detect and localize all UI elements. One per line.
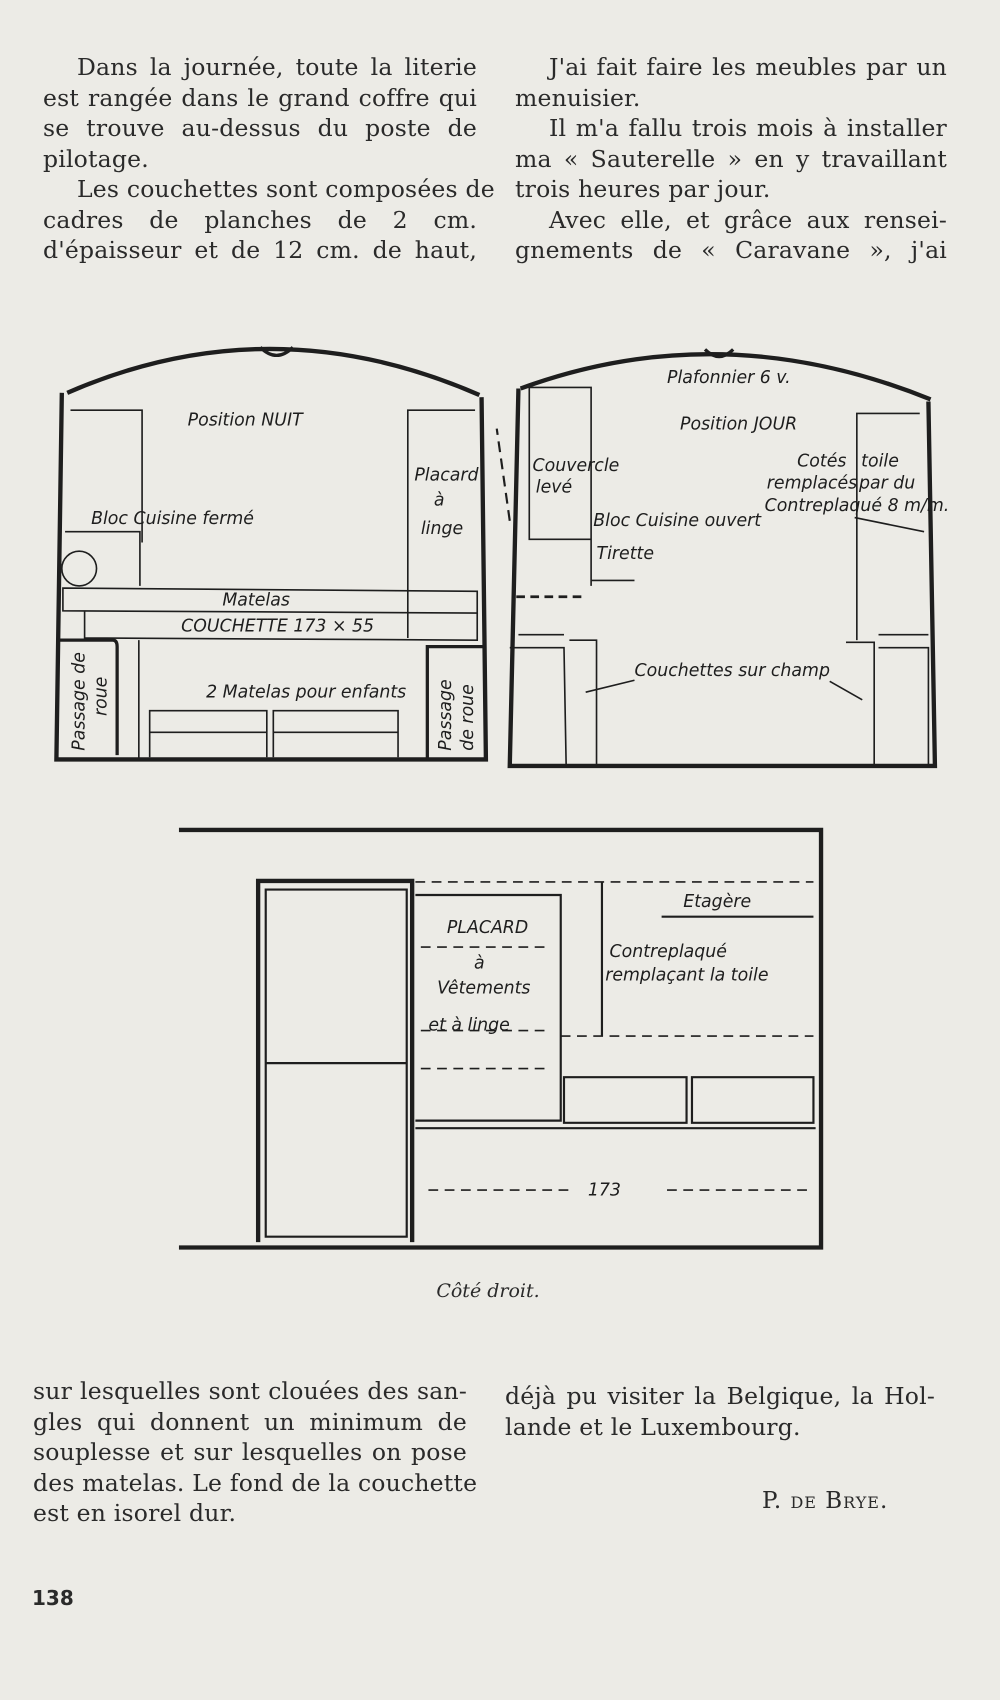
- text-line: pilotage.: [43, 144, 149, 173]
- label-wheel-right-2: de roue: [458, 684, 478, 751]
- label-sides-3: remplacés: [767, 473, 857, 493]
- label-wheel-right-1: Passage: [436, 679, 456, 750]
- text-line: cadres de planches de 2 cm.: [43, 205, 477, 234]
- author-initial: P.: [762, 1488, 783, 1514]
- label-kitchen-open: Bloc Cuisine ouvert: [593, 511, 762, 531]
- label-closet-side-1: PLACARD: [447, 918, 528, 938]
- text-column-top-right: J'ai fait faire les meubles par un menui…: [515, 52, 947, 266]
- label-closet-side-2: à: [474, 954, 485, 974]
- label-wheel-left-1: Passage de: [70, 652, 90, 751]
- text-line: menuisier.: [515, 83, 641, 112]
- label-bunks-upright: Couchettes sur champ: [634, 661, 829, 681]
- text-line: Dans la journée, toute la literie: [77, 53, 477, 81]
- label-closet-side-3: Vêtements: [437, 979, 530, 999]
- text-line: est en isorel dur.: [33, 1499, 237, 1527]
- text-line: gles qui donnent un minimum de: [33, 1407, 467, 1436]
- text-line: Avec elle, et grâce aux rensei-: [549, 205, 947, 234]
- label-pull: Tirette: [597, 544, 655, 564]
- label-sides-2: toile: [861, 452, 899, 472]
- label-night-title: Position NUIT: [188, 410, 304, 430]
- diagram-night-position: [54, 346, 489, 762]
- label-plywood-1: Contreplaqué: [610, 942, 727, 962]
- label-day-title: Position JOUR: [680, 415, 797, 435]
- text-line: déjà pu visiter la Belgique, la Hol-: [505, 1382, 935, 1410]
- label-length: 173: [588, 1180, 621, 1200]
- author-signature: P. de Brye.: [762, 1488, 888, 1514]
- label-sides-5: Contreplaqué 8 m/m.: [765, 496, 950, 516]
- text-column-bottom-left: sur lesquelles sont clouées des san- gle…: [33, 1376, 478, 1529]
- label-kitchen-closed: Bloc Cuisine fermé: [91, 509, 254, 529]
- label-closet-3: linge: [421, 519, 463, 539]
- label-plywood-2: remplaçant la toile: [605, 966, 768, 986]
- text-line: est rangée dans le grand coffre qui: [43, 83, 477, 112]
- label-sides-1: Cotés: [797, 452, 846, 472]
- diagram-day-position: [495, 348, 938, 769]
- label-lid-1: Couvercle: [533, 456, 620, 476]
- text-line: ma « Sauterelle » en y travaillant: [515, 144, 947, 173]
- label-closet-side-4: et à linge: [428, 1016, 509, 1036]
- label-ceiling-lamp: Plafonnier 6 v.: [667, 368, 791, 388]
- text-line: d'épaisseur et de 12 cm. de haut,: [43, 236, 477, 264]
- text-line: trois heures par jour.: [515, 175, 771, 203]
- text-line: souplesse et sur lesquelles on pose: [33, 1438, 467, 1466]
- label-closet-1: Placard: [414, 466, 479, 486]
- label-wheel-left-2: roue: [91, 677, 111, 716]
- text-line: se trouve au-dessus du poste de: [43, 114, 477, 142]
- label-closet-2: à: [434, 491, 445, 511]
- diagram-side-view: [178, 827, 824, 1250]
- text-line: lande et le Luxembourg.: [505, 1412, 801, 1441]
- label-bunk: COUCHETTE 173 × 55: [181, 616, 374, 636]
- label-shelf: Etagère: [683, 892, 751, 912]
- text-line: Il m'a fallu trois mois à installer: [549, 114, 947, 142]
- label-lid-2: levé: [536, 478, 572, 498]
- label-mattress: Matelas: [222, 590, 290, 610]
- text-column-bottom-right: déjà pu visiter la Belgique, la Hol- lan…: [505, 1381, 935, 1442]
- text-line: sur lesquelles sont clouées des san-: [33, 1377, 467, 1405]
- label-kids-mattresses: 2 Matelas pour enfants: [206, 683, 406, 703]
- label-sides-4: par du: [858, 473, 915, 493]
- figure-caption: Côté droit.: [436, 1280, 540, 1302]
- page-number: 138: [32, 1586, 74, 1610]
- text-line: J'ai fait faire les meubles par un: [549, 53, 947, 81]
- author-name: de Brye.: [790, 1488, 889, 1514]
- text-column-top-left: Dans la journée, toute la literie est ra…: [43, 52, 495, 266]
- text-line: gnements de « Caravane », j'ai: [515, 236, 947, 264]
- text-line: des matelas. Le fond de la couchette: [33, 1468, 478, 1497]
- text-line: Les couchettes sont composées de: [77, 175, 495, 203]
